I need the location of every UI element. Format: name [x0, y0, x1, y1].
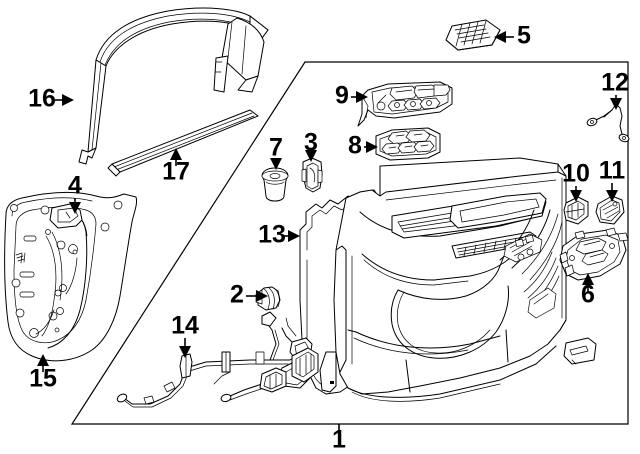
part-11-mirror-switch-cap: [595, 195, 625, 225]
callout-label-17: 17: [162, 158, 190, 186]
callout-label-14: 14: [171, 312, 199, 340]
part-5-speaker-grille: [445, 19, 501, 51]
callout-label-1: 1: [332, 426, 346, 454]
callout-leader-14: [179, 338, 191, 358]
part-12-door-check-link-rod: [586, 103, 630, 143]
callout-label-12: 12: [601, 69, 629, 97]
part-7-bushing-insert: [261, 167, 289, 202]
part-14-door-wiring-harness: [116, 311, 319, 408]
callout-label-15: 15: [29, 365, 57, 393]
callout-leader-11: [606, 183, 618, 202]
part-1-door-trim-panel-assembly: [319, 157, 567, 402]
callout-label-9: 9: [335, 82, 349, 110]
callout-label-11: 11: [599, 157, 626, 185]
part-10-lock-switch-cap: [563, 196, 589, 225]
callout-label-5: 5: [517, 22, 531, 50]
callout-labels: 1 2 3 4 5 6 7 8 9 10 11 12 13 14 15 16 1…: [28, 22, 629, 454]
callout-leader-9: [351, 91, 368, 103]
callout-leader-16: [55, 94, 74, 106]
callout-leader-4: [69, 198, 81, 214]
part-9-switch-bezel-assembly: [357, 81, 453, 127]
part-3-clip-fastener: [301, 157, 323, 193]
callout-label-2: 2: [230, 281, 244, 309]
diagram-frame: [70, 61, 629, 425]
part-15-door-module-water-shield: [4, 191, 137, 362]
callout-label-10: 10: [562, 160, 590, 188]
callout-leader-6: [582, 273, 594, 292]
callout-leader-7: [270, 158, 282, 170]
trim-insert-piece: [563, 337, 597, 365]
part-17-belt-weatherstrip: [107, 109, 259, 177]
callout-leader-2: [246, 290, 268, 302]
callout-leader-5: [494, 31, 514, 43]
callout-leader-13: [284, 230, 300, 242]
part-16-window-frame-garnish-molding: [78, 7, 269, 165]
callout-label-16: 16: [28, 85, 56, 113]
callout-label-8: 8: [348, 132, 362, 160]
callout-leader-10: [570, 186, 582, 202]
callout-leader-12: [610, 95, 622, 110]
callout-label-13: 13: [258, 221, 286, 249]
callout-leader-8: [364, 141, 378, 153]
callout-leader-17: [170, 148, 182, 166]
callout-label-6: 6: [581, 281, 595, 309]
callout-leader-3: [305, 150, 317, 162]
part-6-master-window-switch: [559, 227, 629, 281]
callout-label-7: 7: [269, 134, 283, 162]
callout-label-4: 4: [68, 172, 82, 200]
callout-label-3: 3: [304, 129, 318, 157]
part-8-switch-housing-small: [375, 127, 441, 161]
callout-leader-15: [37, 354, 49, 372]
